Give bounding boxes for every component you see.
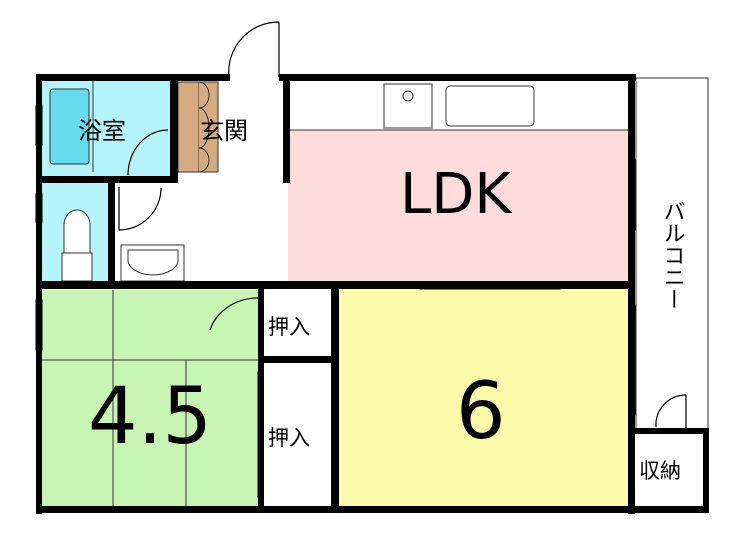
bathtub xyxy=(49,88,90,165)
label-entrance: 玄関 xyxy=(200,117,248,145)
door-swings xyxy=(118,21,687,430)
balcony xyxy=(635,77,709,431)
western-room xyxy=(338,290,630,510)
storage xyxy=(636,432,706,510)
shoe-cabinet xyxy=(177,81,219,173)
sink xyxy=(445,85,535,127)
walls xyxy=(36,74,709,514)
label-bath: 浴室 xyxy=(78,117,126,145)
closet-upper xyxy=(263,290,333,358)
tatami-room xyxy=(40,290,260,510)
label-closet-lower: 押入 xyxy=(268,426,310,450)
label-closet-upper: 押入 xyxy=(268,315,310,339)
label-storage: 収納 xyxy=(639,459,681,483)
closet-lower xyxy=(263,363,333,510)
label-tatami-room: 4.5 xyxy=(88,372,212,462)
label-western-room: 6 xyxy=(456,367,506,457)
label-balcony: バルコニー xyxy=(660,200,685,310)
toilet xyxy=(61,209,93,282)
label-ldk: LDK xyxy=(400,162,512,227)
